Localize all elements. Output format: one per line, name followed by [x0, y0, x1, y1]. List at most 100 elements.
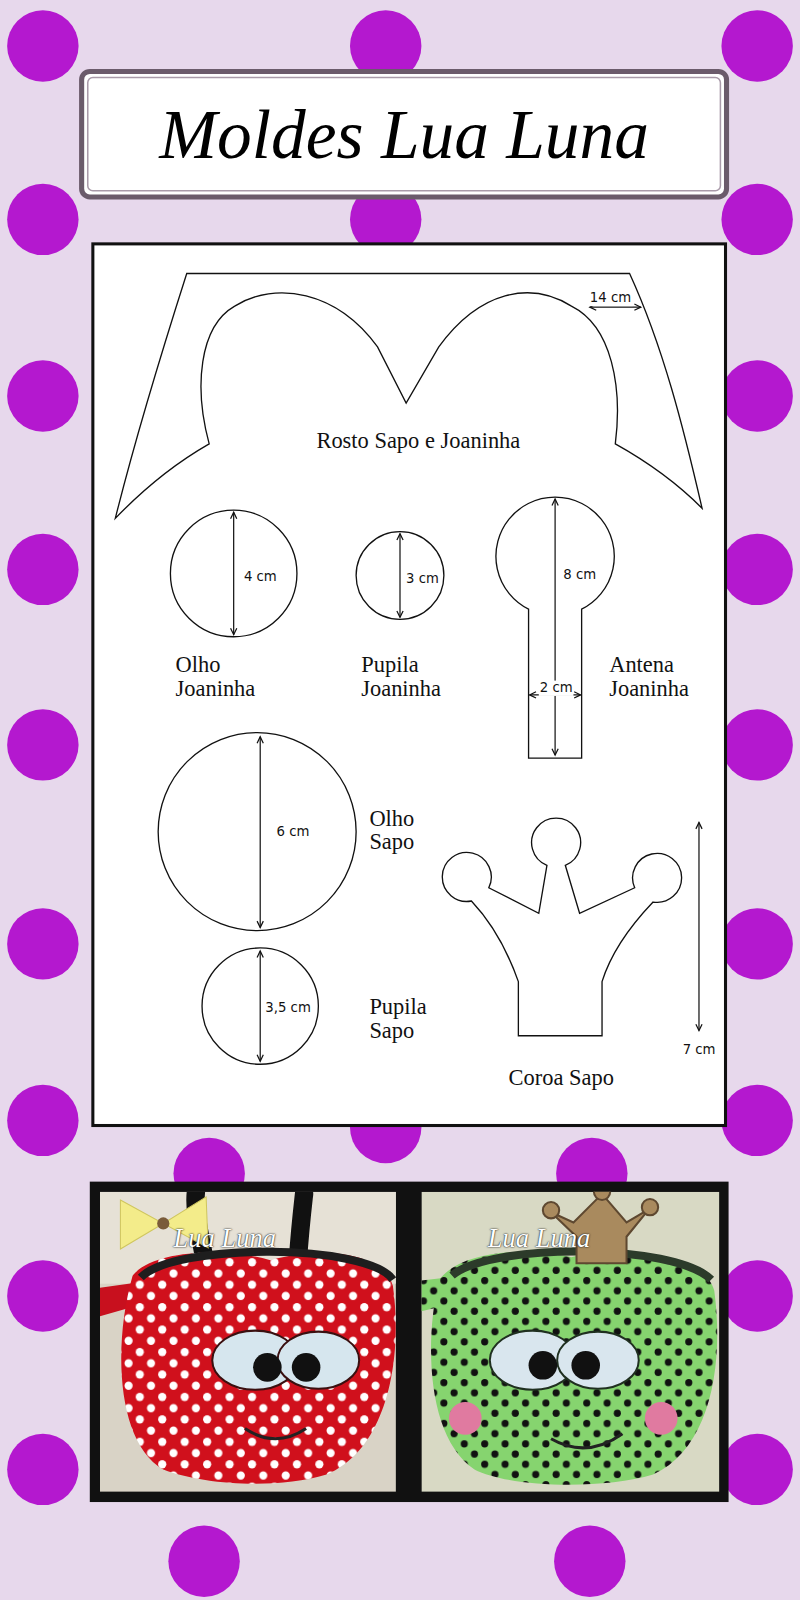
smile: [551, 1434, 622, 1448]
text-holder: Olho Sapo: [369, 806, 414, 853]
text-holder: 7 cm: [682, 1040, 717, 1058]
cheek: [449, 1402, 482, 1435]
smile: [245, 1429, 306, 1439]
text-holder: Olho Joaninha: [176, 653, 256, 700]
pattern-sheet: [93, 244, 726, 1126]
dimensions: [231, 512, 237, 634]
piece-outline-holder: [107, 267, 709, 527]
piece-outline-holder: [490, 493, 709, 763]
dimensions: [397, 534, 403, 618]
crown-ball: [543, 1202, 559, 1218]
arrowhead: [257, 737, 263, 743]
arrowhead: [231, 628, 237, 634]
piece-name: Pupila Sapo: [369, 995, 426, 1042]
title-inner-frame: [88, 78, 721, 191]
pattern-piece: 8 cm 2 cm Antena Joaninha: [490, 493, 709, 763]
photo-ground: [421, 1192, 719, 1492]
dimensions: [257, 951, 263, 1061]
arrowhead: [696, 1024, 702, 1030]
title-holder: Moldes Lua Luna: [82, 71, 727, 197]
polka-dot: [721, 1260, 792, 1331]
dimensions: [530, 499, 581, 755]
arrowhead: [530, 692, 536, 698]
pupil: [571, 1351, 600, 1380]
clasp: [141, 1252, 393, 1280]
pattern-piece: 14 cm Rosto Sapo e Joaninha: [107, 267, 709, 527]
piece-name: Olho Joaninha: [176, 653, 256, 700]
polka-dot: [7, 10, 78, 81]
dimension-line: [260, 737, 261, 928]
text-holder: 3,5 cm: [264, 998, 312, 1016]
arrowhead: [552, 749, 558, 755]
bow: [120, 1200, 163, 1249]
crown-ball: [642, 1199, 658, 1215]
text-holder: 14 cm: [589, 288, 632, 306]
pattern-piece: 7 cm Coroa Sapo: [437, 811, 723, 1097]
text-holder: 4 cm: [243, 566, 278, 584]
arrowhead: [634, 304, 640, 310]
eye: [557, 1332, 639, 1389]
polka-dot: [721, 360, 792, 431]
polka-dot: [721, 1085, 792, 1156]
piece-outline: [496, 497, 614, 758]
watermark: Lua Luna: [173, 1224, 275, 1253]
dimension-line: [590, 307, 641, 308]
piece-outline: [442, 818, 681, 1036]
polka-dot: [7, 1434, 78, 1505]
piece-name: Rosto Sapo e Joaninha: [265, 429, 571, 453]
text-holder: Coroa Sapo: [480, 1065, 643, 1089]
pattern-piece: 6 cm Olho Sapo: [153, 727, 459, 941]
pupil: [253, 1353, 282, 1382]
polka-dot: [7, 534, 78, 605]
dimension-label: 14 cm: [589, 291, 632, 306]
polka-dot: [7, 184, 78, 255]
dimension-label: 2 cm: [539, 681, 574, 696]
arrowhead: [397, 611, 403, 617]
piece-outline: [170, 510, 297, 637]
eye: [278, 1332, 360, 1389]
text-holder: Lua Luna: [173, 1224, 275, 1253]
title-frame: [82, 71, 727, 197]
polka-dot: [721, 184, 792, 255]
piece-outline: [356, 532, 444, 620]
arrowhead: [397, 534, 403, 540]
polka-dot: [7, 908, 78, 979]
dimension-label: 6 cm: [276, 824, 311, 839]
pattern-piece: 4 cm Olho Joaninha: [163, 505, 306, 719]
dimension-label: 7 cm: [682, 1043, 717, 1058]
polka-dot: [554, 1526, 625, 1597]
frog-purse: [431, 1252, 717, 1485]
arrowhead: [574, 692, 580, 698]
pupil: [292, 1353, 321, 1382]
dimension-label: 4 cm: [243, 569, 278, 584]
polka-dot: [7, 1085, 78, 1156]
pattern-piece: 3,5 cm Pupila Sapo: [194, 941, 459, 1070]
dimensions: [257, 737, 263, 928]
polka-dot: [721, 709, 792, 780]
text-holder: 6 cm: [276, 821, 311, 839]
piece-outline: [202, 948, 318, 1064]
dimension-line: [698, 822, 699, 1030]
text-holder: Pupila Joaninha: [361, 653, 441, 700]
ladybug-photo: [100, 1192, 396, 1492]
dimensions: [696, 822, 702, 1030]
piece-name: Coroa Sapo: [480, 1065, 643, 1089]
polka-dots: [7, 10, 793, 1597]
arrowhead: [257, 921, 263, 927]
dimension-label: 8 cm: [562, 567, 597, 582]
text-holder: Rosto Sapo e Joaninha: [265, 429, 571, 453]
text-holder: 2 cm: [539, 678, 574, 696]
pattern-title: Moldes Lua Luna: [159, 99, 649, 168]
arrowhead: [696, 822, 702, 828]
crown-ball: [594, 1192, 610, 1200]
piece-name: Pupila Joaninha: [361, 653, 441, 700]
text-holder: Lua Luna: [488, 1224, 590, 1253]
polka-dot: [7, 709, 78, 780]
piece-name: Antena Joaninha: [609, 653, 689, 700]
arrowhead: [257, 1055, 263, 1061]
text-holder: 3 cm: [405, 568, 440, 586]
